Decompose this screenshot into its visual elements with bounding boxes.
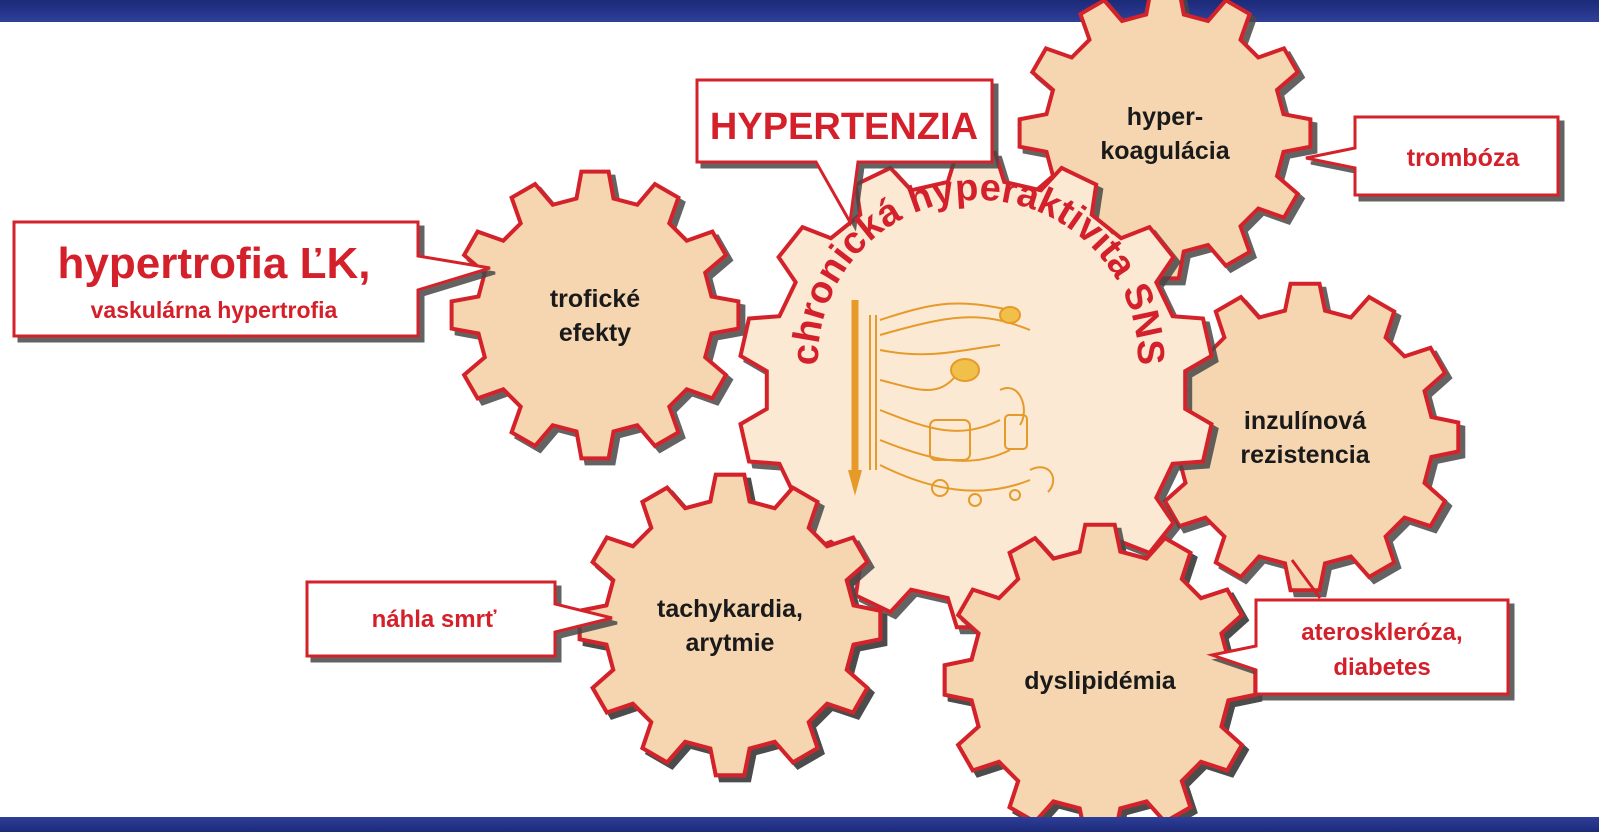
gear-label-dyslip-0: dyslipidémia bbox=[1024, 667, 1177, 695]
gear-label-trophic-1: efekty bbox=[559, 319, 631, 347]
gear-trophic bbox=[452, 172, 739, 459]
callout-atherosclerosis-line2: diabetes bbox=[1333, 654, 1430, 681]
callout-atherosclerosis-line1: ateroskleróza, bbox=[1301, 619, 1462, 646]
gear-label-insulin-1: rezistencia bbox=[1240, 441, 1370, 469]
callout-hypertension-text: HYPERTENZIA bbox=[710, 106, 978, 148]
gear-label-hypercoag-0: hyper- bbox=[1127, 103, 1203, 131]
callout-sudden-death-text: náhla smrť bbox=[372, 606, 497, 633]
callout-lvh-title: hypertrofia ĽK, bbox=[58, 239, 371, 288]
gear-label-tachy-1: arytmie bbox=[686, 629, 775, 657]
gear-label-hypercoag-1: koagulácia bbox=[1100, 137, 1230, 165]
gear-label-insulin-0: inzulínová bbox=[1244, 407, 1366, 435]
bottom-bar bbox=[0, 817, 1599, 832]
callout-lvh-subtitle: vaskulárna hypertrofia bbox=[91, 297, 338, 323]
gear-label-trophic-0: trofické bbox=[550, 285, 640, 313]
gear-label-tachy-0: tachykardia, bbox=[657, 595, 803, 623]
callout-thrombosis-text: trombóza bbox=[1407, 144, 1521, 172]
